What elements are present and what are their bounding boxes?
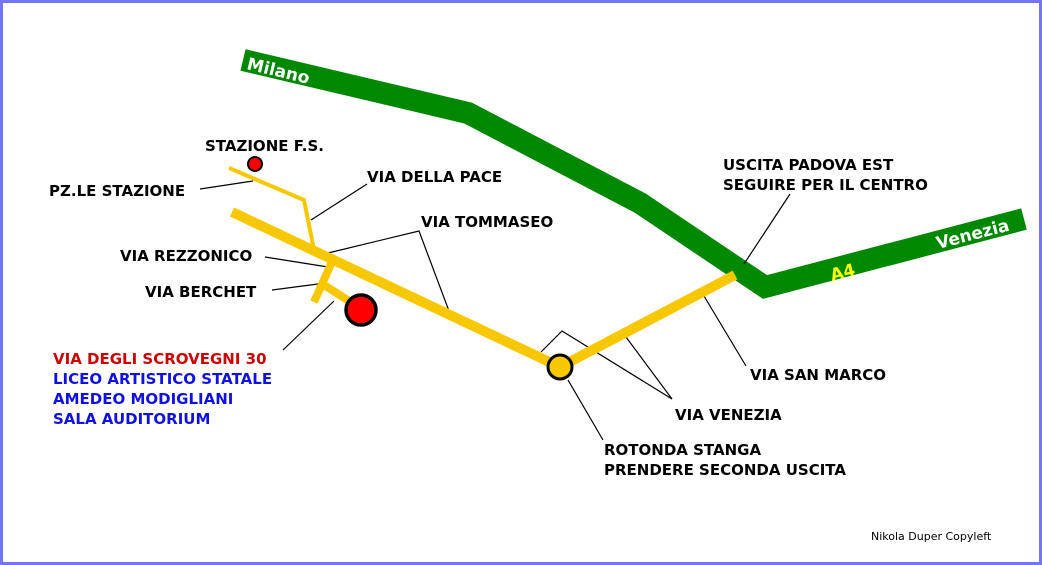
label-pzle-stazione: PZ.LE STAZIONE	[49, 182, 185, 200]
leader-rotonda	[567, 379, 604, 441]
label-via-berchet: VIA BERCHET	[145, 283, 257, 301]
road-via-rezzonico	[310, 262, 335, 304]
leader-via-tommaseo	[327, 230, 450, 312]
destination-line2: LICEO ARTISTICO STATALE	[53, 370, 272, 388]
station-marker	[247, 156, 263, 172]
map-canvas: Milano Venezia A4 STAZIONE F.S. PZ.LE ST…	[49, 49, 1027, 543]
leader-via-venezia	[540, 330, 673, 400]
leader-destination	[282, 300, 335, 351]
label-via-venezia: VIA VENEZIA	[675, 406, 782, 424]
destination-line4: SALA AUDITORIUM	[53, 410, 210, 428]
destination-marker	[344, 293, 378, 327]
label-uscita-line2: SEGUIRE PER IL CENTRO	[723, 176, 928, 194]
road-via-venezia	[557, 270, 738, 372]
label-stazione-fs: STAZIONE F.S.	[205, 137, 324, 155]
label-via-tommaseo: VIA TOMMASEO	[421, 213, 553, 231]
label-rotonda-line1: ROTONDA STANGA	[604, 441, 761, 459]
leader-lines	[199, 180, 791, 441]
destination-address: VIA DEGLI SCROVEGNI 30	[53, 350, 267, 368]
road-via-tommaseo	[229, 207, 563, 372]
destination-line3: AMEDEO MODIGLIANI	[53, 390, 233, 408]
leader-via-rezzonico	[264, 256, 329, 268]
credit-text: Nikola Duper Copyleft	[871, 530, 992, 543]
leader-uscita	[743, 193, 791, 265]
label-via-della-pace: VIA DELLA PACE	[367, 168, 502, 186]
label-via-san-marco: VIA SAN MARCO	[750, 366, 886, 384]
leader-via-della-pace	[310, 183, 368, 221]
label-rotonda-line2: PRENDERE SECONDA USCITA	[604, 461, 846, 479]
leader-via-berchet	[271, 283, 319, 291]
leader-via-san-marco	[703, 295, 747, 367]
roundabout-marker	[546, 353, 574, 381]
leader-pzle-stazione	[199, 180, 254, 190]
label-uscita-line1: USCITA PADOVA EST	[723, 156, 894, 174]
label-via-rezzonico: VIA REZZONICO	[120, 247, 252, 265]
highway-a4	[240, 49, 1027, 299]
road-pzle-stazione	[228, 166, 316, 251]
